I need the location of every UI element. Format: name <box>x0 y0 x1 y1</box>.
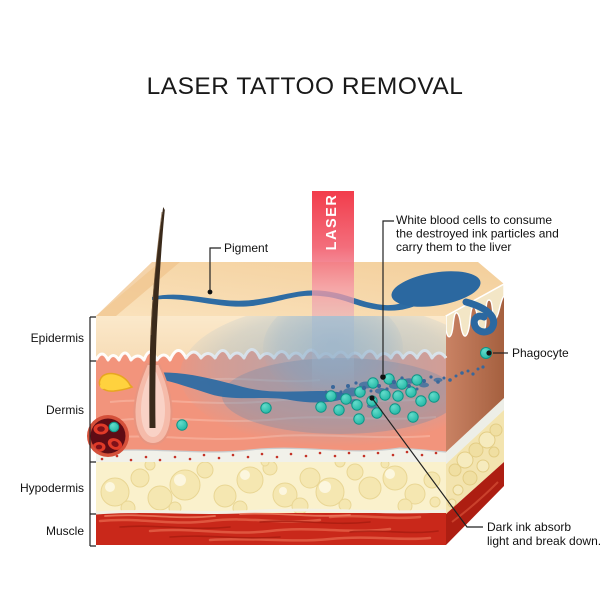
label-hypodermis: Hypodermis <box>20 481 84 495</box>
muscle-fibers <box>98 512 439 542</box>
dark-ink-annotation-line1: Dark ink absorb <box>487 520 571 534</box>
wbc-annotation-line3: carry them to the liver <box>396 240 511 254</box>
blood-vessel <box>87 415 129 457</box>
red-blood-cells <box>92 421 123 452</box>
white-blood-cells-annotation: White blood cells to consume the destroy… <box>380 213 559 380</box>
laser-beam: LASER <box>312 191 354 392</box>
label-dermis: Dermis <box>46 403 84 417</box>
dark-ink-annotation-line2: light and break down. <box>487 534 601 548</box>
page-title: LASER TATTOO REMOVAL <box>147 73 464 100</box>
wbc-annotation-line1: White blood cells to consume <box>396 213 552 227</box>
pigment-annotation: Pigment <box>207 241 269 295</box>
pigment-annotation-label: Pigment <box>224 241 269 255</box>
pigment-band-surface <box>152 271 498 336</box>
ink-particles <box>324 365 485 394</box>
label-muscle: Muscle <box>46 524 84 538</box>
phagocyte-annotation: Phagocyte <box>486 346 569 360</box>
white-blood-cells <box>176 347 492 431</box>
pigment-blob <box>391 271 481 307</box>
pigment-curl <box>462 298 498 336</box>
sebaceous-gland <box>98 372 134 392</box>
dark-ink-annotation: Dark ink absorb light and break down. <box>369 395 601 548</box>
phagocyte-annotation-label: Phagocyte <box>512 346 569 360</box>
side-fat-bubbles <box>447 423 503 508</box>
layer-bracket <box>89 316 96 547</box>
label-epidermis: Epidermis <box>31 331 84 345</box>
hair-shaft <box>149 207 165 428</box>
laser-beam-label: LASER <box>324 194 340 251</box>
wbc-annotation-line2: the destroyed ink particles and <box>396 227 559 241</box>
fat-bubbles <box>100 462 441 513</box>
membrane-capillary-dots <box>100 450 438 462</box>
